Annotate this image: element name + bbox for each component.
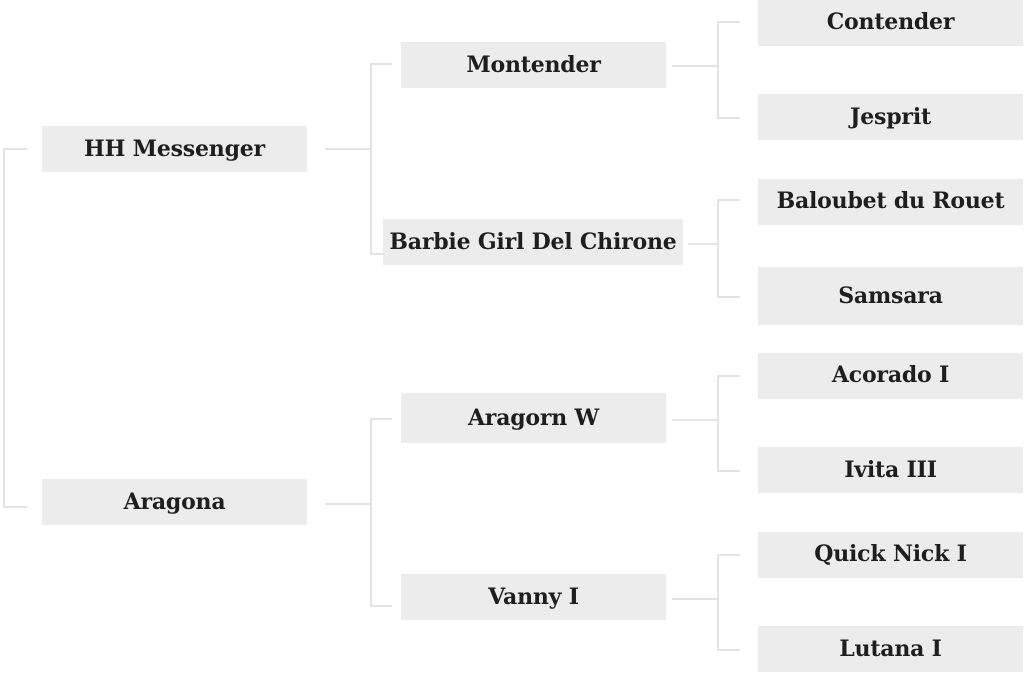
bracket-dam-dam <box>717 554 740 651</box>
bracket-sire <box>370 63 392 255</box>
sire-dam-dam-name: Samsara <box>838 283 943 309</box>
pedigree-box-dam-sire-sire: Acorado I <box>758 353 1023 399</box>
dam-sire-sire-name: Acorado I <box>831 362 950 388</box>
bracket-dam-sire <box>717 375 740 472</box>
pedigree-box-dam-sire: Aragorn W <box>401 393 666 443</box>
pedigree-box-sire-sire-dam: Jesprit <box>758 94 1023 140</box>
dam-dam-dam-name: Lutana I <box>839 636 942 662</box>
dam-dam-sire-name: Quick Nick I <box>814 541 967 567</box>
pedigree-box-dam-sire-dam: Ivita III <box>758 447 1023 493</box>
pedigree-box-dam-dam-dam: Lutana I <box>758 626 1023 672</box>
pedigree-box-dam-dam-sire: Quick Nick I <box>758 532 1023 578</box>
bracket-sire-sire <box>717 21 740 119</box>
pedigree-box-sire-dam: Barbie Girl Del Chirone <box>383 219 683 265</box>
root-bracket <box>3 148 27 508</box>
pedigree-box-sire-sire: Montender <box>401 42 666 88</box>
pedigree-box-sire-dam-sire: Baloubet du Rouet <box>758 179 1023 225</box>
pedigree-box-sire-sire-sire: Contender <box>758 0 1023 46</box>
pedigree-box-sire-dam-dam: Samsara <box>758 267 1023 325</box>
dam-name: Aragona <box>123 489 226 515</box>
sire-dam-sire-name: Baloubet du Rouet <box>776 188 1005 214</box>
sire-sire-sire-name: Contender <box>826 9 955 35</box>
dam-sire-name: Aragorn W <box>467 405 600 431</box>
pedigree-box-sire: HH Messenger <box>42 126 307 172</box>
sire-sire-dam-name: Jesprit <box>850 104 931 130</box>
sire-name: HH Messenger <box>84 136 265 162</box>
pedigree-box-dam: Aragona <box>42 479 307 525</box>
sire-dam-name: Barbie Girl Del Chirone <box>389 229 677 255</box>
dam-sire-dam-name: Ivita III <box>844 457 937 483</box>
dam-dam-name: Vanny I <box>488 584 579 610</box>
bracket-sire-dam <box>717 199 740 298</box>
bracket-dam <box>370 418 392 607</box>
pedigree-box-dam-dam: Vanny I <box>401 574 666 620</box>
sire-sire-name: Montender <box>466 52 601 78</box>
